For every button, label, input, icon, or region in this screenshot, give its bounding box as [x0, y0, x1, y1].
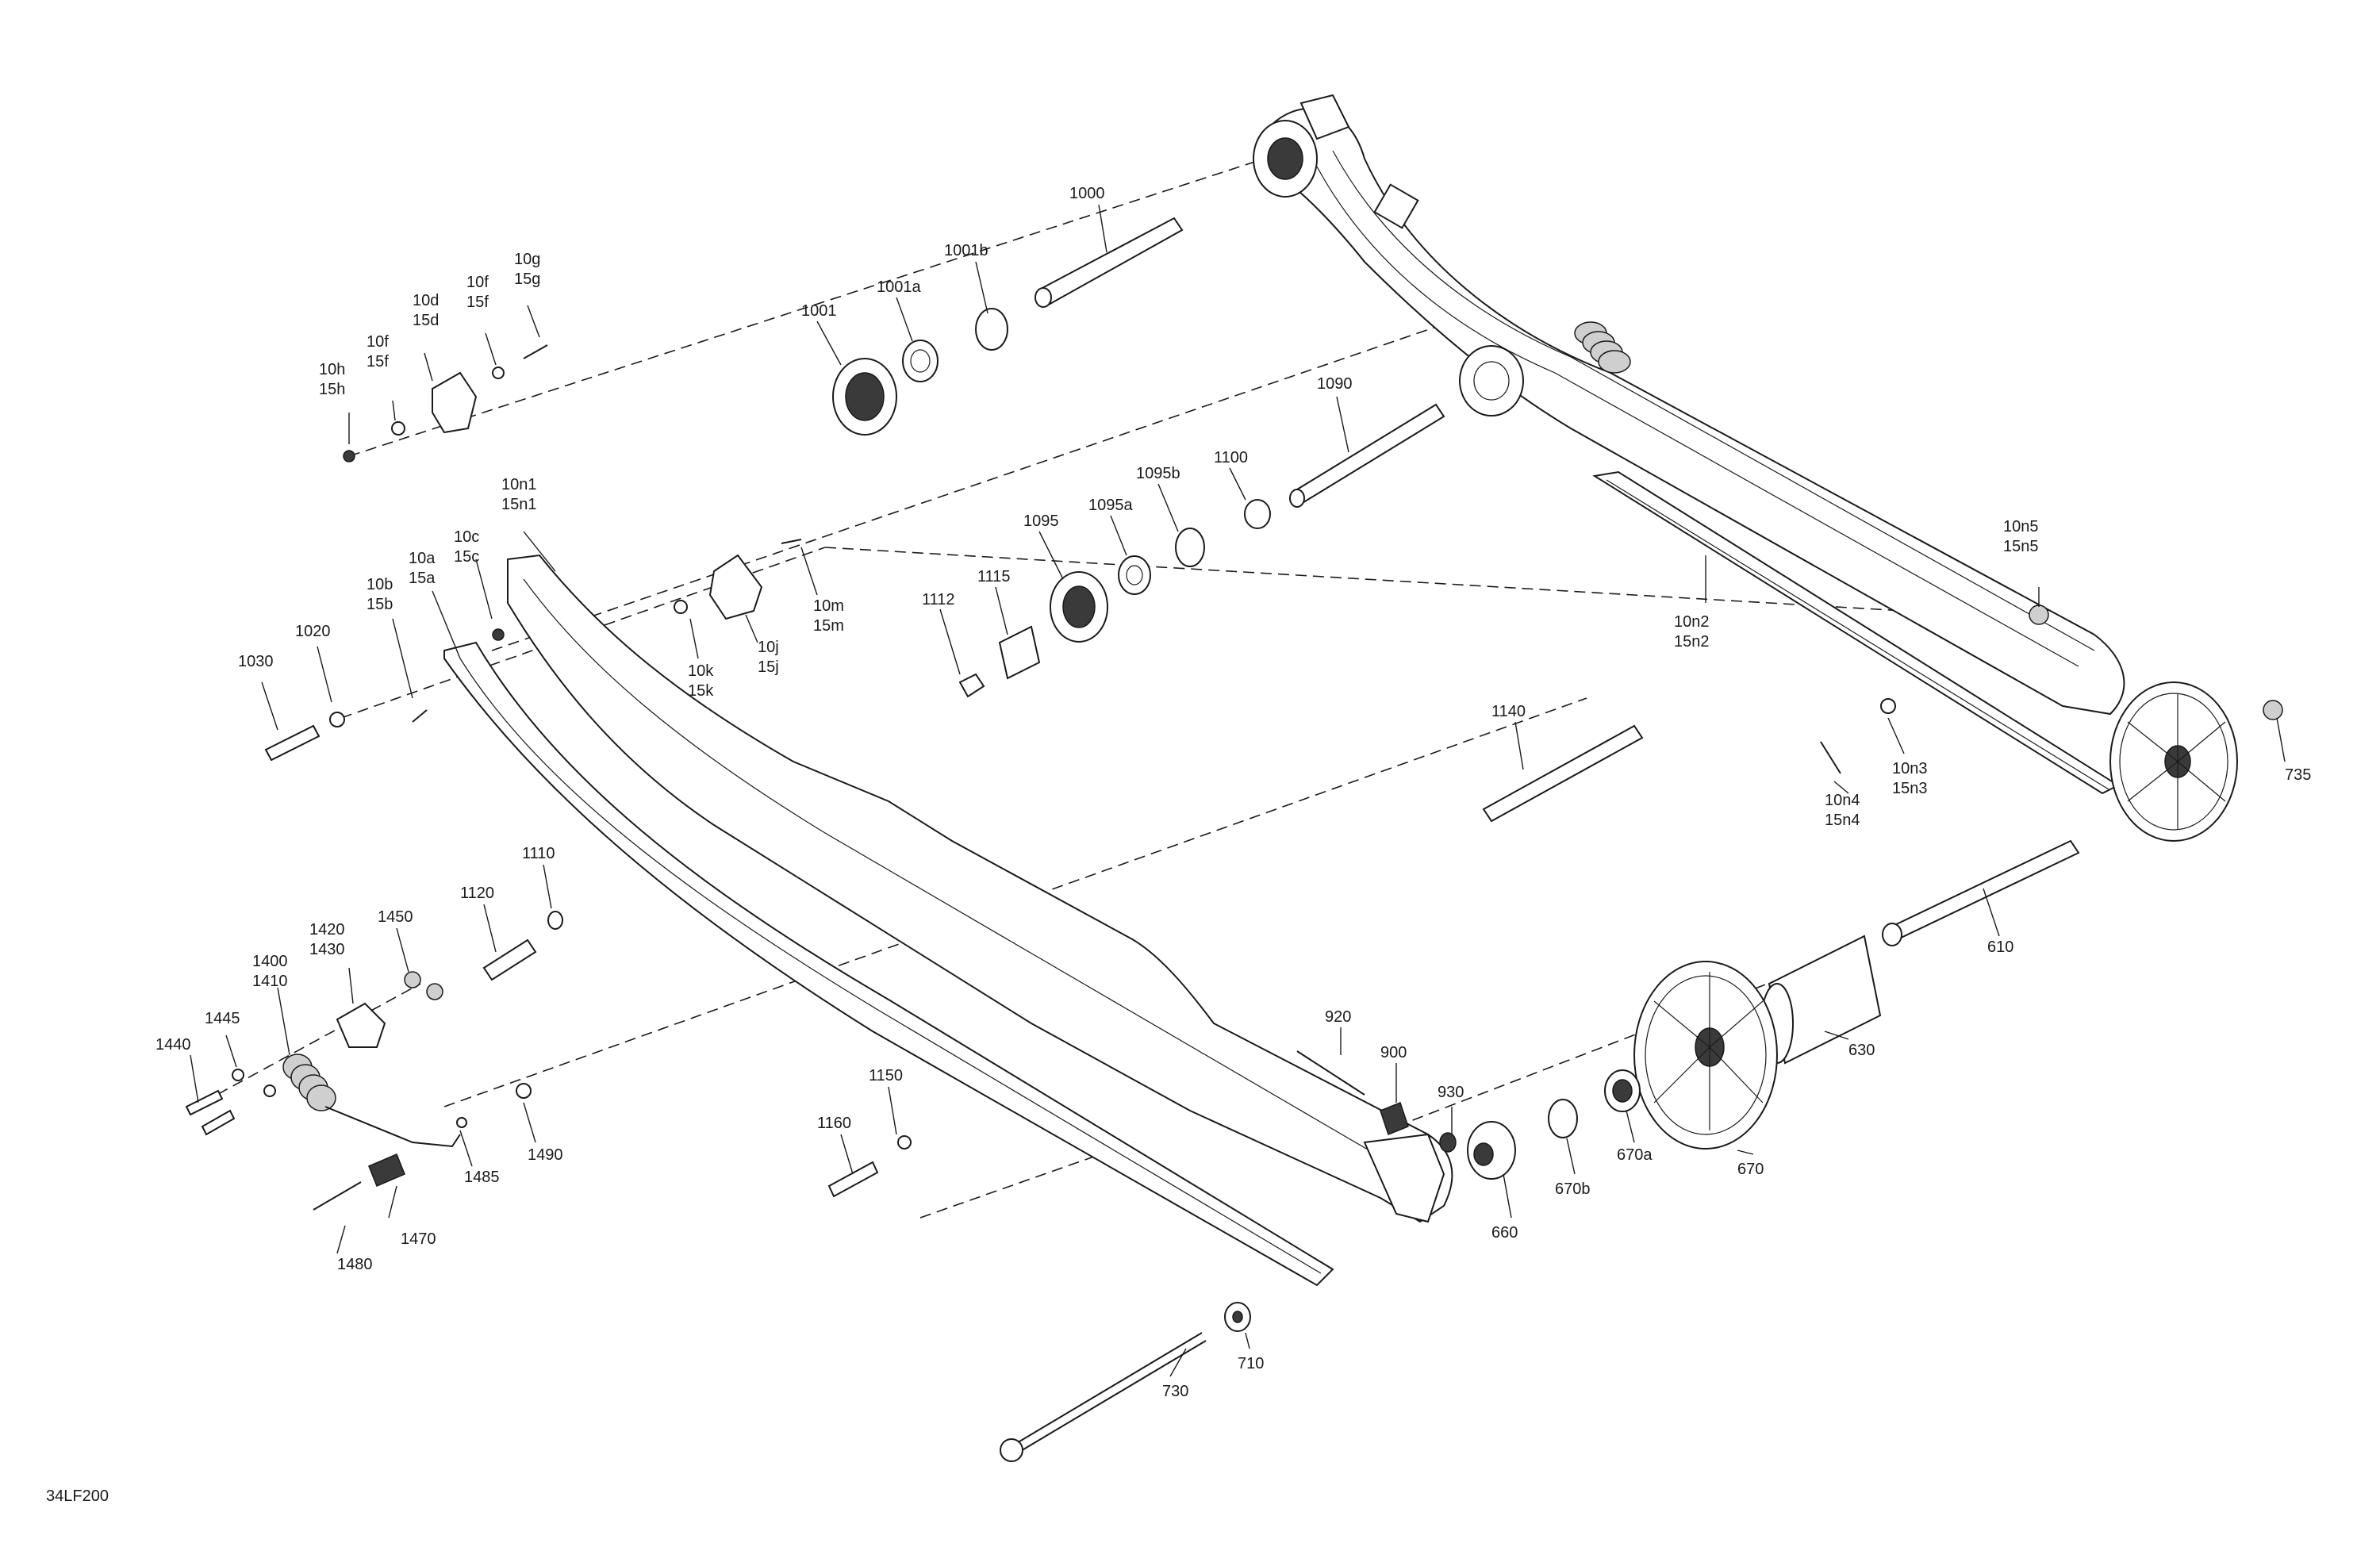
callout-1420: 1420: [309, 921, 345, 938]
callout-1140: 1140: [1491, 703, 1526, 720]
callout-1410: 1410: [252, 973, 288, 990]
callout-10h: 10h: [319, 361, 345, 378]
callout-15n1: 15n1: [501, 496, 537, 513]
callout-15c: 15c: [454, 548, 479, 566]
callout-10f-left: 10f: [367, 333, 389, 351]
callout-10n5: 10n5: [2003, 518, 2039, 535]
callout-1490: 1490: [528, 1146, 563, 1164]
idler-wheel-670: [1633, 961, 1778, 1150]
callout-1001: 1001: [801, 302, 837, 320]
callout-1430: 1430: [309, 941, 345, 958]
callout-10d: 10d: [413, 292, 439, 309]
callout-10n4: 10n4: [1825, 792, 1860, 809]
callout-900: 900: [1380, 1044, 1407, 1061]
callout-10g: 10g: [514, 251, 540, 268]
callout-1440: 1440: [155, 1036, 191, 1054]
leader-lines: [190, 204, 2286, 1377]
callout-1110: 1110: [522, 845, 555, 862]
callout-1001a: 1001a: [877, 278, 921, 296]
left-small-parts: [185, 344, 912, 1211]
callout-15d: 15d: [413, 312, 439, 329]
callout-1095: 1095: [1023, 512, 1059, 530]
callout-15n4: 15n4: [1825, 812, 1860, 829]
callout-920: 920: [1325, 1008, 1351, 1026]
callout-1485: 1485: [464, 1169, 500, 1186]
callout-1020: 1020: [295, 623, 331, 640]
callout-15b: 15b: [367, 596, 393, 613]
callout-10b: 10b: [367, 576, 393, 593]
callout-1470: 1470: [401, 1230, 436, 1248]
callout-710: 710: [1238, 1355, 1264, 1372]
callout-1090: 1090: [1317, 375, 1353, 393]
callout-15n3: 15n3: [1892, 780, 1928, 797]
callout-10f-right: 10f: [466, 274, 489, 291]
left-rail-assembly: [443, 554, 1453, 1287]
callout-1112: 1112: [922, 591, 955, 608]
callout-1001b: 1001b: [944, 242, 988, 259]
callout-1095b: 1095b: [1136, 465, 1180, 482]
callout-1115: 1115: [977, 568, 1011, 585]
callout-10a: 10a: [409, 550, 436, 567]
callout-1400: 1400: [252, 953, 288, 970]
callout-730: 730: [1162, 1383, 1188, 1400]
spring-1400: [282, 1054, 336, 1111]
callout-1100: 1100: [1214, 449, 1248, 466]
right-rail-assembly: [1253, 94, 2238, 842]
rear-axle-parts: [1000, 605, 2283, 1462]
callout-15f-left: 15f: [367, 353, 389, 370]
callout-15j: 15j: [758, 658, 779, 676]
callout-15n5: 15n5: [2003, 538, 2039, 555]
callout-735: 735: [2285, 766, 2311, 784]
callout-10k: 10k: [688, 662, 714, 680]
callout-670b: 670b: [1555, 1180, 1591, 1198]
callout-630: 630: [1848, 1042, 1875, 1059]
callout-15m: 15m: [813, 617, 844, 635]
callout-1095a: 1095a: [1088, 497, 1133, 514]
callout-1480: 1480: [337, 1256, 373, 1273]
callout-labels: 1000 1001 1001a 1001b 1090 1095 1095a 10…: [46, 185, 2311, 1505]
callout-670a: 670a: [1617, 1146, 1653, 1164]
callout-610: 610: [1987, 938, 2013, 956]
callout-10c: 10c: [454, 528, 479, 546]
callout-1150: 1150: [869, 1067, 903, 1084]
callout-660: 660: [1491, 1224, 1518, 1242]
callout-1445: 1445: [205, 1010, 240, 1027]
callout-10n1: 10n1: [501, 476, 537, 493]
callout-1000: 1000: [1069, 185, 1105, 202]
callout-930: 930: [1438, 1084, 1464, 1101]
callout-15f-right: 15f: [466, 294, 489, 311]
callout-10m: 10m: [813, 597, 844, 615]
callout-1450: 1450: [378, 908, 413, 926]
callout-15g: 15g: [514, 271, 540, 288]
callout-15a: 15a: [409, 570, 436, 587]
idler-wheel-rear-right: [2109, 681, 2238, 842]
callout-1160: 1160: [817, 1115, 851, 1132]
callout-15n2: 15n2: [1674, 633, 1710, 651]
callout-670: 670: [1737, 1161, 1764, 1178]
callout-1030: 1030: [238, 653, 274, 670]
callout-15k: 15k: [688, 682, 714, 700]
suspension-spring-right: [1574, 321, 1631, 374]
callout-10n3: 10n3: [1892, 760, 1928, 777]
callout-15h: 15h: [319, 381, 345, 398]
callout-10j: 10j: [758, 639, 779, 656]
callout-1120: 1120: [460, 885, 494, 902]
upper-axle-parts: [432, 217, 1644, 823]
callout-10n2: 10n2: [1674, 613, 1710, 631]
drawing-id: 34LF200: [46, 1487, 109, 1505]
